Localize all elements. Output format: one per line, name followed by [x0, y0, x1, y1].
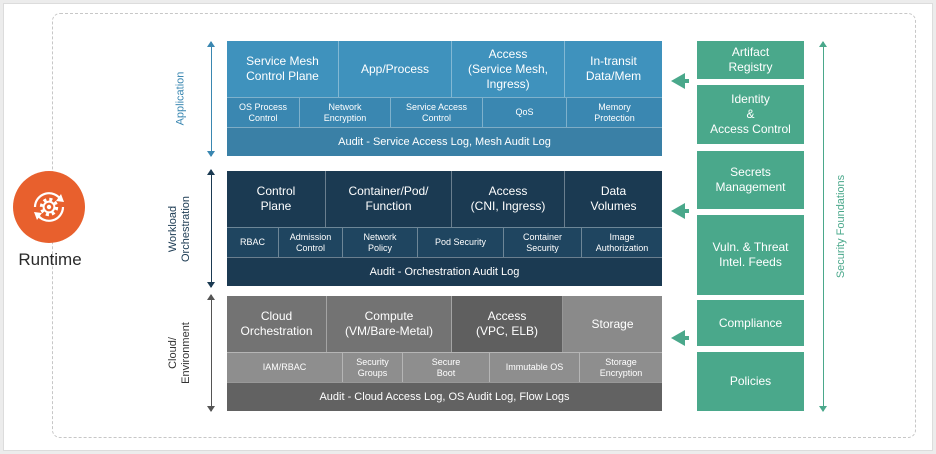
in-transit-data-cell: In-transit Data/Mem — [585, 54, 642, 83]
policies-box: Policies — [697, 352, 804, 411]
workload-chevron-icon — [671, 203, 689, 219]
network-policy-cell: Network Policy — [343, 228, 418, 257]
workload-arrow — [207, 169, 215, 288]
application-label-wrap: Application — [166, 40, 196, 156]
workload-label-wrap: Workload Orchestration — [160, 170, 200, 288]
gear-cycle-icon — [33, 192, 65, 222]
workload-mid-row: RBAC Admission Control Network Policy Po… — [227, 227, 662, 257]
security-foundations-label-wrap: Security Foundations — [828, 42, 856, 411]
storage-encryption-cell: Storage Encryption — [599, 356, 643, 378]
security-groups-cell: Security Groups — [343, 353, 403, 382]
cloud-label: Cloud/ Environment — [167, 322, 193, 384]
application-arrow — [207, 41, 215, 157]
memory-protection-cell: Memory Protection — [594, 101, 635, 123]
compute-cell: Compute (VM/Bare-Metal) — [327, 296, 452, 352]
identity-access-control-box: Identity & Access Control — [697, 85, 804, 144]
cloud-mid-row: IAM/RBAC Security Groups Secure Boot Imm… — [227, 352, 662, 382]
access-vpc-elb-cell: Access (VPC, ELB) — [452, 296, 563, 352]
application-layer: Service Mesh Control Plane App/Process A… — [227, 41, 662, 156]
secure-boot-cell: Secure Boot — [403, 353, 490, 382]
cloud-audit-bar: Audit - Cloud Access Log, OS Audit Log, … — [227, 382, 662, 411]
cloud-top-row: Cloud Orchestration Compute (VM/Bare-Met… — [227, 296, 662, 352]
control-plane-cell: Control Plane — [227, 171, 326, 227]
access-service-mesh-cell: Access (Service Mesh, Ingress) — [452, 41, 565, 97]
immutable-os-cell: Immutable OS — [490, 353, 580, 382]
access-cni-ingress-cell: Access (CNI, Ingress) — [452, 171, 565, 227]
secrets-management-box: Secrets Management — [697, 151, 804, 209]
cloud-layer: Cloud Orchestration Compute (VM/Bare-Met… — [227, 296, 662, 411]
container-pod-function-cell: Container/Pod/ Function — [326, 171, 452, 227]
vuln-threat-intel-box: Vuln. & Threat Intel. Feeds — [697, 215, 804, 295]
application-chevron-icon — [671, 73, 689, 89]
compliance-box: Compliance — [697, 300, 804, 346]
workload-audit-bar: Audit - Orchestration Audit Log — [227, 257, 662, 286]
storage-cell: Storage — [563, 296, 662, 352]
application-top-row: Service Mesh Control Plane App/Process A… — [227, 41, 662, 97]
workload-top-row: Control Plane Container/Pod/ Function Ac… — [227, 171, 662, 227]
os-process-control-cell: OS Process Control — [227, 98, 300, 127]
security-foundations-arrow — [819, 41, 827, 412]
iam-rbac-cell: IAM/RBAC — [227, 353, 343, 382]
cloud-label-wrap: Cloud/ Environment — [160, 295, 200, 411]
rbac-cell: RBAC — [227, 228, 279, 257]
network-encryption-cell: Network Encryption — [300, 98, 391, 127]
image-authorization-cell: Image Authorization — [595, 231, 649, 253]
application-label: Application — [174, 71, 187, 125]
cloud-arrow — [207, 294, 215, 412]
service-mesh-control-plane-cell: Service Mesh Control Plane — [227, 41, 339, 97]
application-mid-row: OS Process Control Network Encryption Se… — [227, 97, 662, 127]
admission-control-cell: Admission Control — [279, 228, 343, 257]
runtime-icon — [13, 171, 85, 243]
app-process-cell: App/Process — [339, 41, 452, 97]
cloud-orchestration-cell: Cloud Orchestration — [227, 296, 327, 352]
security-foundations-label: Security Foundations — [835, 174, 848, 279]
runtime-label: Runtime — [18, 250, 82, 269]
data-volumes-cell: Data Volumes — [590, 184, 637, 213]
workload-layer: Control Plane Container/Pod/ Function Ac… — [227, 171, 662, 286]
workload-label: Workload Orchestration — [167, 195, 192, 263]
container-security-cell: Container Security — [504, 228, 582, 257]
application-audit-bar: Audit - Service Access Log, Mesh Audit L… — [227, 127, 662, 156]
qos-cell: QoS — [483, 98, 567, 127]
pod-security-cell: Pod Security — [418, 228, 504, 257]
service-access-control-cell: Service Access Control — [391, 98, 483, 127]
artifact-registry-box: Artifact Registry — [697, 41, 804, 79]
cloud-chevron-icon — [671, 330, 689, 346]
